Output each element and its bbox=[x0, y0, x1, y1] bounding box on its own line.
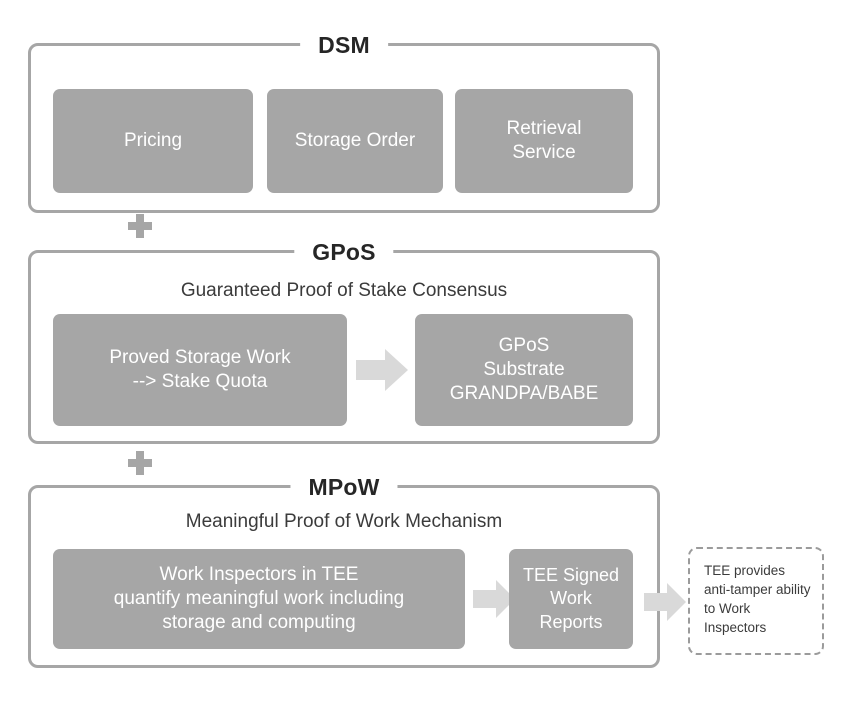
arrow-right-icon bbox=[644, 583, 686, 621]
group-subtitle-gpos: Guaranteed Proof of Stake Consensus bbox=[180, 280, 508, 301]
arrow-right-icon bbox=[473, 580, 515, 618]
node-pricing-label: Pricing bbox=[123, 129, 183, 151]
note-tee-anti-tamper: TEE provides anti-tamper ability to Work… bbox=[688, 547, 824, 655]
note-tee-anti-tamper-text: TEE provides anti-tamper ability to Work… bbox=[704, 563, 811, 636]
arrow-right-icon bbox=[356, 349, 408, 391]
arrow-proved-work-to-substrate bbox=[356, 349, 408, 391]
node-proved-storage-work[interactable]: Proved Storage Work--> Stake Quota bbox=[53, 314, 347, 426]
group-title-gpos: GPoS bbox=[294, 239, 394, 265]
group-title-mpow: MPoW bbox=[290, 474, 398, 500]
plus-connector-dsm-gpos bbox=[128, 214, 152, 238]
plus-connector-gpos-mpow bbox=[128, 451, 152, 475]
node-pricing[interactable]: Pricing bbox=[53, 89, 253, 193]
arrow-inspectors-to-reports bbox=[473, 580, 515, 618]
group-title-dsm: DSM bbox=[300, 32, 388, 58]
node-proved-storage-work-label: Proved Storage Work--> Stake Quota bbox=[109, 346, 291, 392]
group-panel-mpow: MPoW Meaningful Proof of Work Mechanism … bbox=[28, 474, 660, 668]
group-panel-gpos: GPoS Guaranteed Proof of Stake Consensus… bbox=[28, 239, 660, 444]
node-storage-order-label: Storage Order bbox=[294, 129, 416, 151]
node-storage-order[interactable]: Storage Order bbox=[267, 89, 443, 193]
group-subtitle-mpow: Meaningful Proof of Work Mechanism bbox=[185, 511, 503, 532]
arrow-reports-to-note bbox=[644, 583, 686, 621]
